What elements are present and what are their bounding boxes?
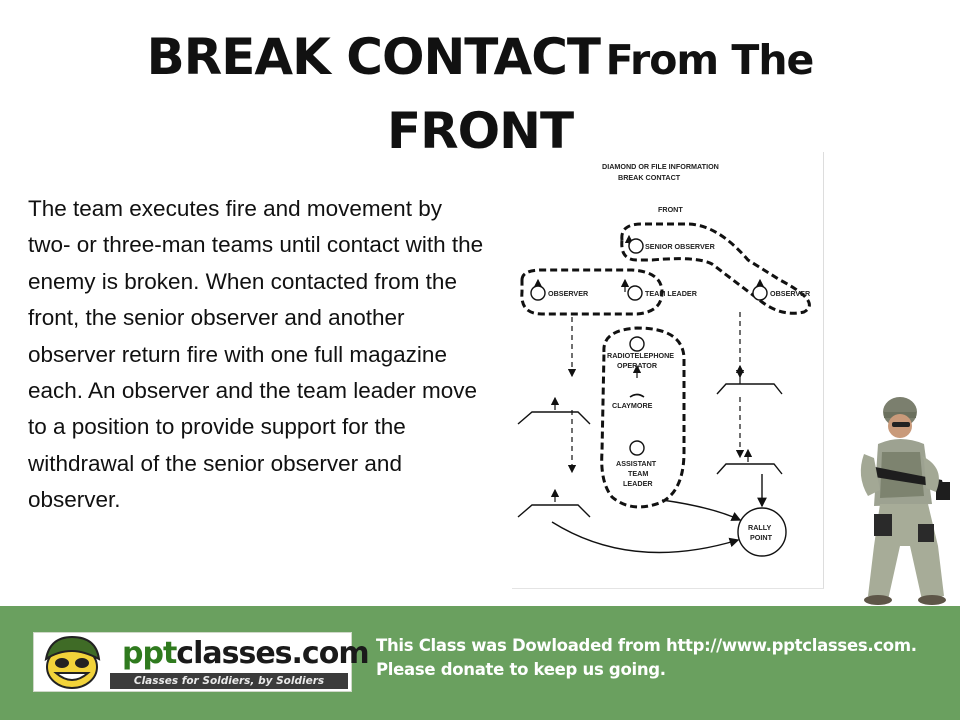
title-main: BREAK CONTACT (146, 28, 601, 86)
label-rto-1: RADIOTELEPHONE (607, 351, 674, 360)
rally-label-1: RALLY (748, 523, 772, 532)
title-line-2: FRONT (0, 100, 960, 174)
title-front: FRONT (386, 102, 574, 160)
break-contact-diagram: DIAMOND OR FILE INFORMATION BREAK CONTAC… (512, 152, 824, 589)
label-claymore: CLAYMORE (612, 401, 653, 410)
label-atl-3: LEADER (623, 479, 653, 488)
logo-tagline: Classes for Soldiers, by Soldiers (110, 673, 348, 689)
observer-team-leader-group (520, 268, 664, 316)
diagram-heading-2: BREAK CONTACT (618, 173, 681, 182)
footer-message-line-2: Please donate to keep us going. (376, 660, 666, 679)
label-observer-left: OBSERVER (548, 289, 589, 298)
label-rto-2: OPERATOR (617, 361, 658, 370)
rto-group (600, 326, 686, 509)
label-senior-observer: SENIOR OBSERVER (645, 242, 716, 251)
label-team-leader: TEAM LEADER (645, 289, 698, 298)
title-line-1: BREAK CONTACT From The (0, 26, 960, 100)
soldier-illustration (860, 397, 950, 605)
pptclasses-logo[interactable]: pptclasses.com Classes for Soldiers, by … (33, 632, 370, 692)
rally-label-2: POINT (750, 533, 773, 542)
label-observer-right: OBSERVER (770, 289, 811, 298)
diagram-front-label: FRONT (658, 205, 683, 214)
label-atl-2: TEAM (628, 469, 648, 478)
smiley-soldier-icon (44, 635, 101, 689)
diagram-svg: DIAMOND OR FILE INFORMATION BREAK CONTAC… (517, 162, 811, 557)
senior-observer-group (620, 222, 811, 315)
logo-classes: classes.com (176, 636, 369, 671)
label-atl-1: ASSISTANT (616, 459, 657, 468)
slide-title: BREAK CONTACT From The FRONT (0, 26, 960, 174)
logo-wordmark: pptclasses.com (122, 636, 370, 671)
footer-message-line-1: This Class was Dowloaded from http://www… (376, 636, 917, 655)
diagram-heading-1: DIAMOND OR FILE INFORMATION (602, 162, 719, 171)
title-sub: From The (605, 36, 815, 84)
body-text: The team executes fire and movement by t… (28, 196, 484, 513)
footer-message: This Class was Dowloaded from http://www… (376, 634, 956, 682)
logo-ppt: ppt (122, 636, 177, 671)
